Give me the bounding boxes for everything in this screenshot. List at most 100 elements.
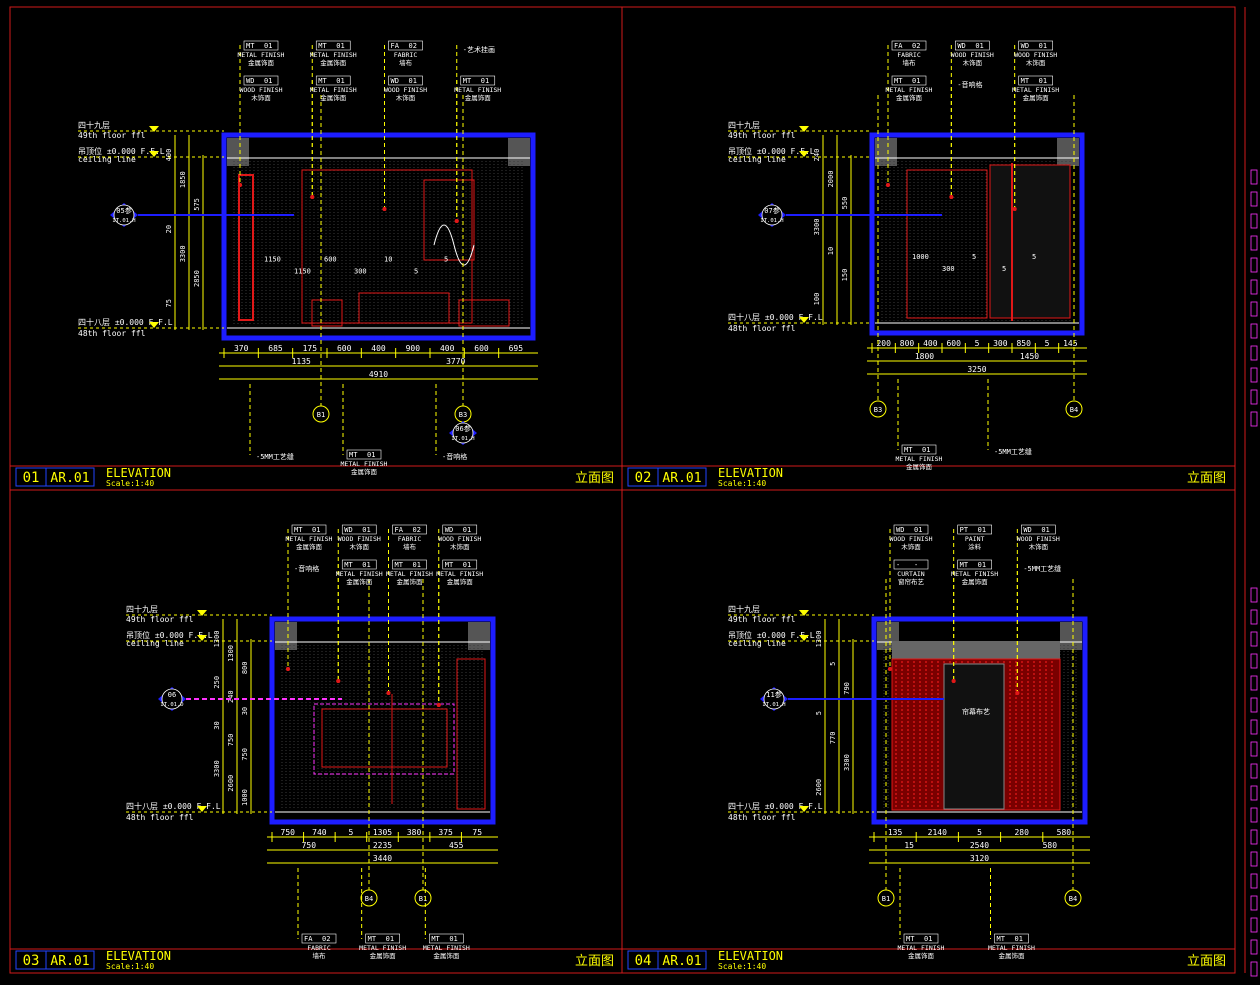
vdim-text: 240 bbox=[227, 690, 235, 703]
side-legend-mark bbox=[1250, 389, 1258, 405]
art-curve bbox=[433, 224, 475, 266]
vdim-text: 1300 bbox=[227, 645, 235, 662]
scale-label: Scale:1:40 bbox=[106, 479, 154, 488]
ceiling-level: 吊顶位 ±0.000 F.F.L bbox=[126, 630, 213, 640]
tag-box bbox=[957, 524, 992, 535]
tag-box bbox=[243, 75, 279, 86]
axis-label: B4 bbox=[365, 895, 373, 903]
vdim-text: 2600 bbox=[227, 775, 235, 792]
axis-bubble bbox=[877, 889, 895, 907]
ceiling-level: 吊顶位 ±0.000 F.F.L bbox=[728, 146, 815, 156]
tag-chinese: 墙布 bbox=[313, 951, 327, 960]
tag-number: - bbox=[914, 561, 918, 569]
side-legend-mark bbox=[1250, 279, 1258, 295]
slab-hatch bbox=[227, 138, 249, 166]
tag-english: METAL FINISH bbox=[286, 535, 333, 543]
tag-note: -音响格 bbox=[294, 564, 319, 573]
tag-code: WD bbox=[957, 42, 965, 50]
hdim-text: 1135 bbox=[292, 357, 311, 366]
vdim-text: 1000 bbox=[241, 789, 249, 806]
hdim-text: 5 bbox=[349, 828, 354, 837]
lower-level: 四十八层 ±0.000 F.F.L bbox=[728, 312, 823, 322]
vdim-text: 5 bbox=[815, 711, 823, 715]
callout-sub: IT.01.H bbox=[451, 436, 474, 442]
axis-bubble bbox=[1064, 889, 1082, 907]
tag-chinese: 木饰面 bbox=[450, 542, 470, 551]
ceiling-level-en: ceiling line bbox=[728, 639, 786, 648]
tag-english: WOOD FINISH bbox=[338, 535, 381, 543]
tag-number: 01 bbox=[978, 561, 986, 569]
vdim-text: 790 bbox=[843, 682, 851, 695]
vdim-text: 3300 bbox=[843, 754, 851, 771]
axis-label: B3 bbox=[459, 411, 467, 419]
tag-number: 01 bbox=[463, 526, 471, 534]
sheet-code: AR.01 bbox=[50, 954, 89, 969]
side-legend-mark bbox=[1250, 719, 1258, 735]
hdim-text: 370 bbox=[234, 344, 249, 353]
tag-number: 01 bbox=[978, 526, 986, 534]
side-legend-mark bbox=[1250, 169, 1258, 185]
tag-code: MT bbox=[904, 446, 913, 454]
chinese-title: 立面图 bbox=[575, 471, 614, 486]
tag-chinese: 金属饰面 bbox=[370, 951, 397, 960]
tag-chinese: 金属饰面 bbox=[433, 951, 460, 960]
tag-english: METAL FINISH bbox=[310, 51, 357, 59]
callout-label: 05参 bbox=[116, 206, 131, 215]
hdim-text: 750 bbox=[281, 828, 296, 837]
callout-circle bbox=[761, 204, 783, 226]
tag-box bbox=[1018, 40, 1053, 51]
tag-box bbox=[893, 559, 929, 570]
callout-sub: IT.01.H bbox=[112, 218, 135, 224]
side-legend-mark bbox=[1250, 301, 1258, 317]
tag-box bbox=[392, 524, 427, 535]
hdim-text: 1305 bbox=[373, 828, 392, 837]
side-legend-mark bbox=[1250, 411, 1258, 427]
slab-hatch bbox=[1060, 622, 1082, 650]
tag-dot bbox=[886, 183, 890, 187]
side-legend-mark bbox=[1250, 807, 1258, 823]
tag-number: 01 bbox=[1039, 77, 1047, 85]
hdim-text: 3770 bbox=[446, 357, 465, 366]
tag-code: WD bbox=[246, 77, 254, 85]
wardrobe-edge bbox=[456, 658, 486, 810]
tag-code: MT bbox=[960, 561, 969, 569]
tag-dot bbox=[454, 219, 459, 223]
hdim-text: 280 bbox=[1014, 828, 1029, 837]
sheet-code-box bbox=[45, 950, 95, 970]
callout-label: 11参 bbox=[766, 690, 781, 699]
scale-label: Scale:1:40 bbox=[718, 479, 766, 488]
tag-box bbox=[994, 933, 1029, 944]
tag-english: WOOD FINISH bbox=[951, 51, 994, 59]
tag-note: -5MM工艺缝 bbox=[994, 447, 1032, 456]
tag-box bbox=[442, 524, 478, 535]
hdim-text: 600 bbox=[337, 344, 352, 353]
upper-level-en: 49th floor ffl bbox=[78, 131, 146, 140]
level-triangle bbox=[799, 635, 809, 641]
level-triangle bbox=[149, 151, 159, 157]
tag-number: 01 bbox=[463, 561, 471, 569]
tag-english: METAL FINISH bbox=[896, 455, 943, 463]
finish-panels: 帘幕布艺 bbox=[891, 641, 1061, 811]
callout-circle bbox=[113, 204, 135, 226]
side-table bbox=[311, 299, 343, 327]
tag-dot bbox=[286, 667, 290, 671]
sheet-code: AR.01 bbox=[662, 954, 701, 969]
tag-box bbox=[365, 933, 400, 944]
tag-code: FA bbox=[894, 42, 903, 50]
panel-number: 02 bbox=[635, 470, 652, 486]
tag-code: MT bbox=[395, 561, 404, 569]
inner-dim-text: 5 bbox=[1002, 265, 1006, 273]
art-frame bbox=[423, 179, 475, 261]
tag-chinese: 金属饰面 bbox=[397, 577, 424, 586]
tag-dot bbox=[386, 691, 391, 695]
tag-dot bbox=[951, 679, 956, 683]
tag-english: METAL FINISH bbox=[386, 570, 433, 578]
side-legend-mark bbox=[1250, 609, 1258, 625]
inner-dim-text: 5 bbox=[1032, 253, 1036, 261]
